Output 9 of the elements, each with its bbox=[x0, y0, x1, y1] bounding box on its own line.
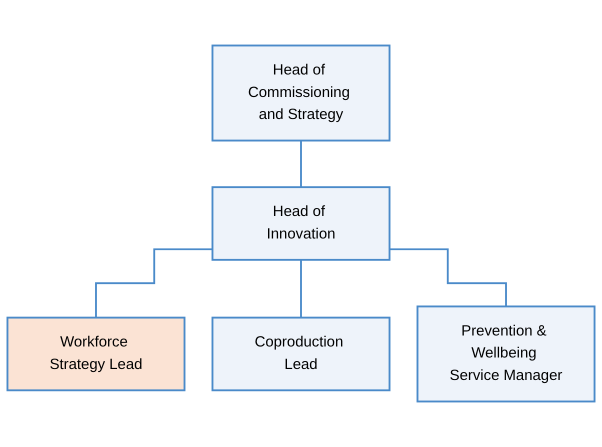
node-box: Head of Innovation bbox=[212, 186, 390, 261]
node-box: Prevention & Wellbeing Service Manager bbox=[416, 306, 596, 402]
node-box: Head of Commissioning and Strategy bbox=[212, 44, 390, 142]
connector bbox=[300, 140, 302, 188]
connector bbox=[95, 248, 212, 319]
node-box: Coproduction Lead bbox=[212, 316, 390, 392]
node-box: Workforce Strategy Lead bbox=[6, 316, 186, 392]
connector bbox=[390, 248, 507, 308]
connector bbox=[300, 258, 302, 319]
